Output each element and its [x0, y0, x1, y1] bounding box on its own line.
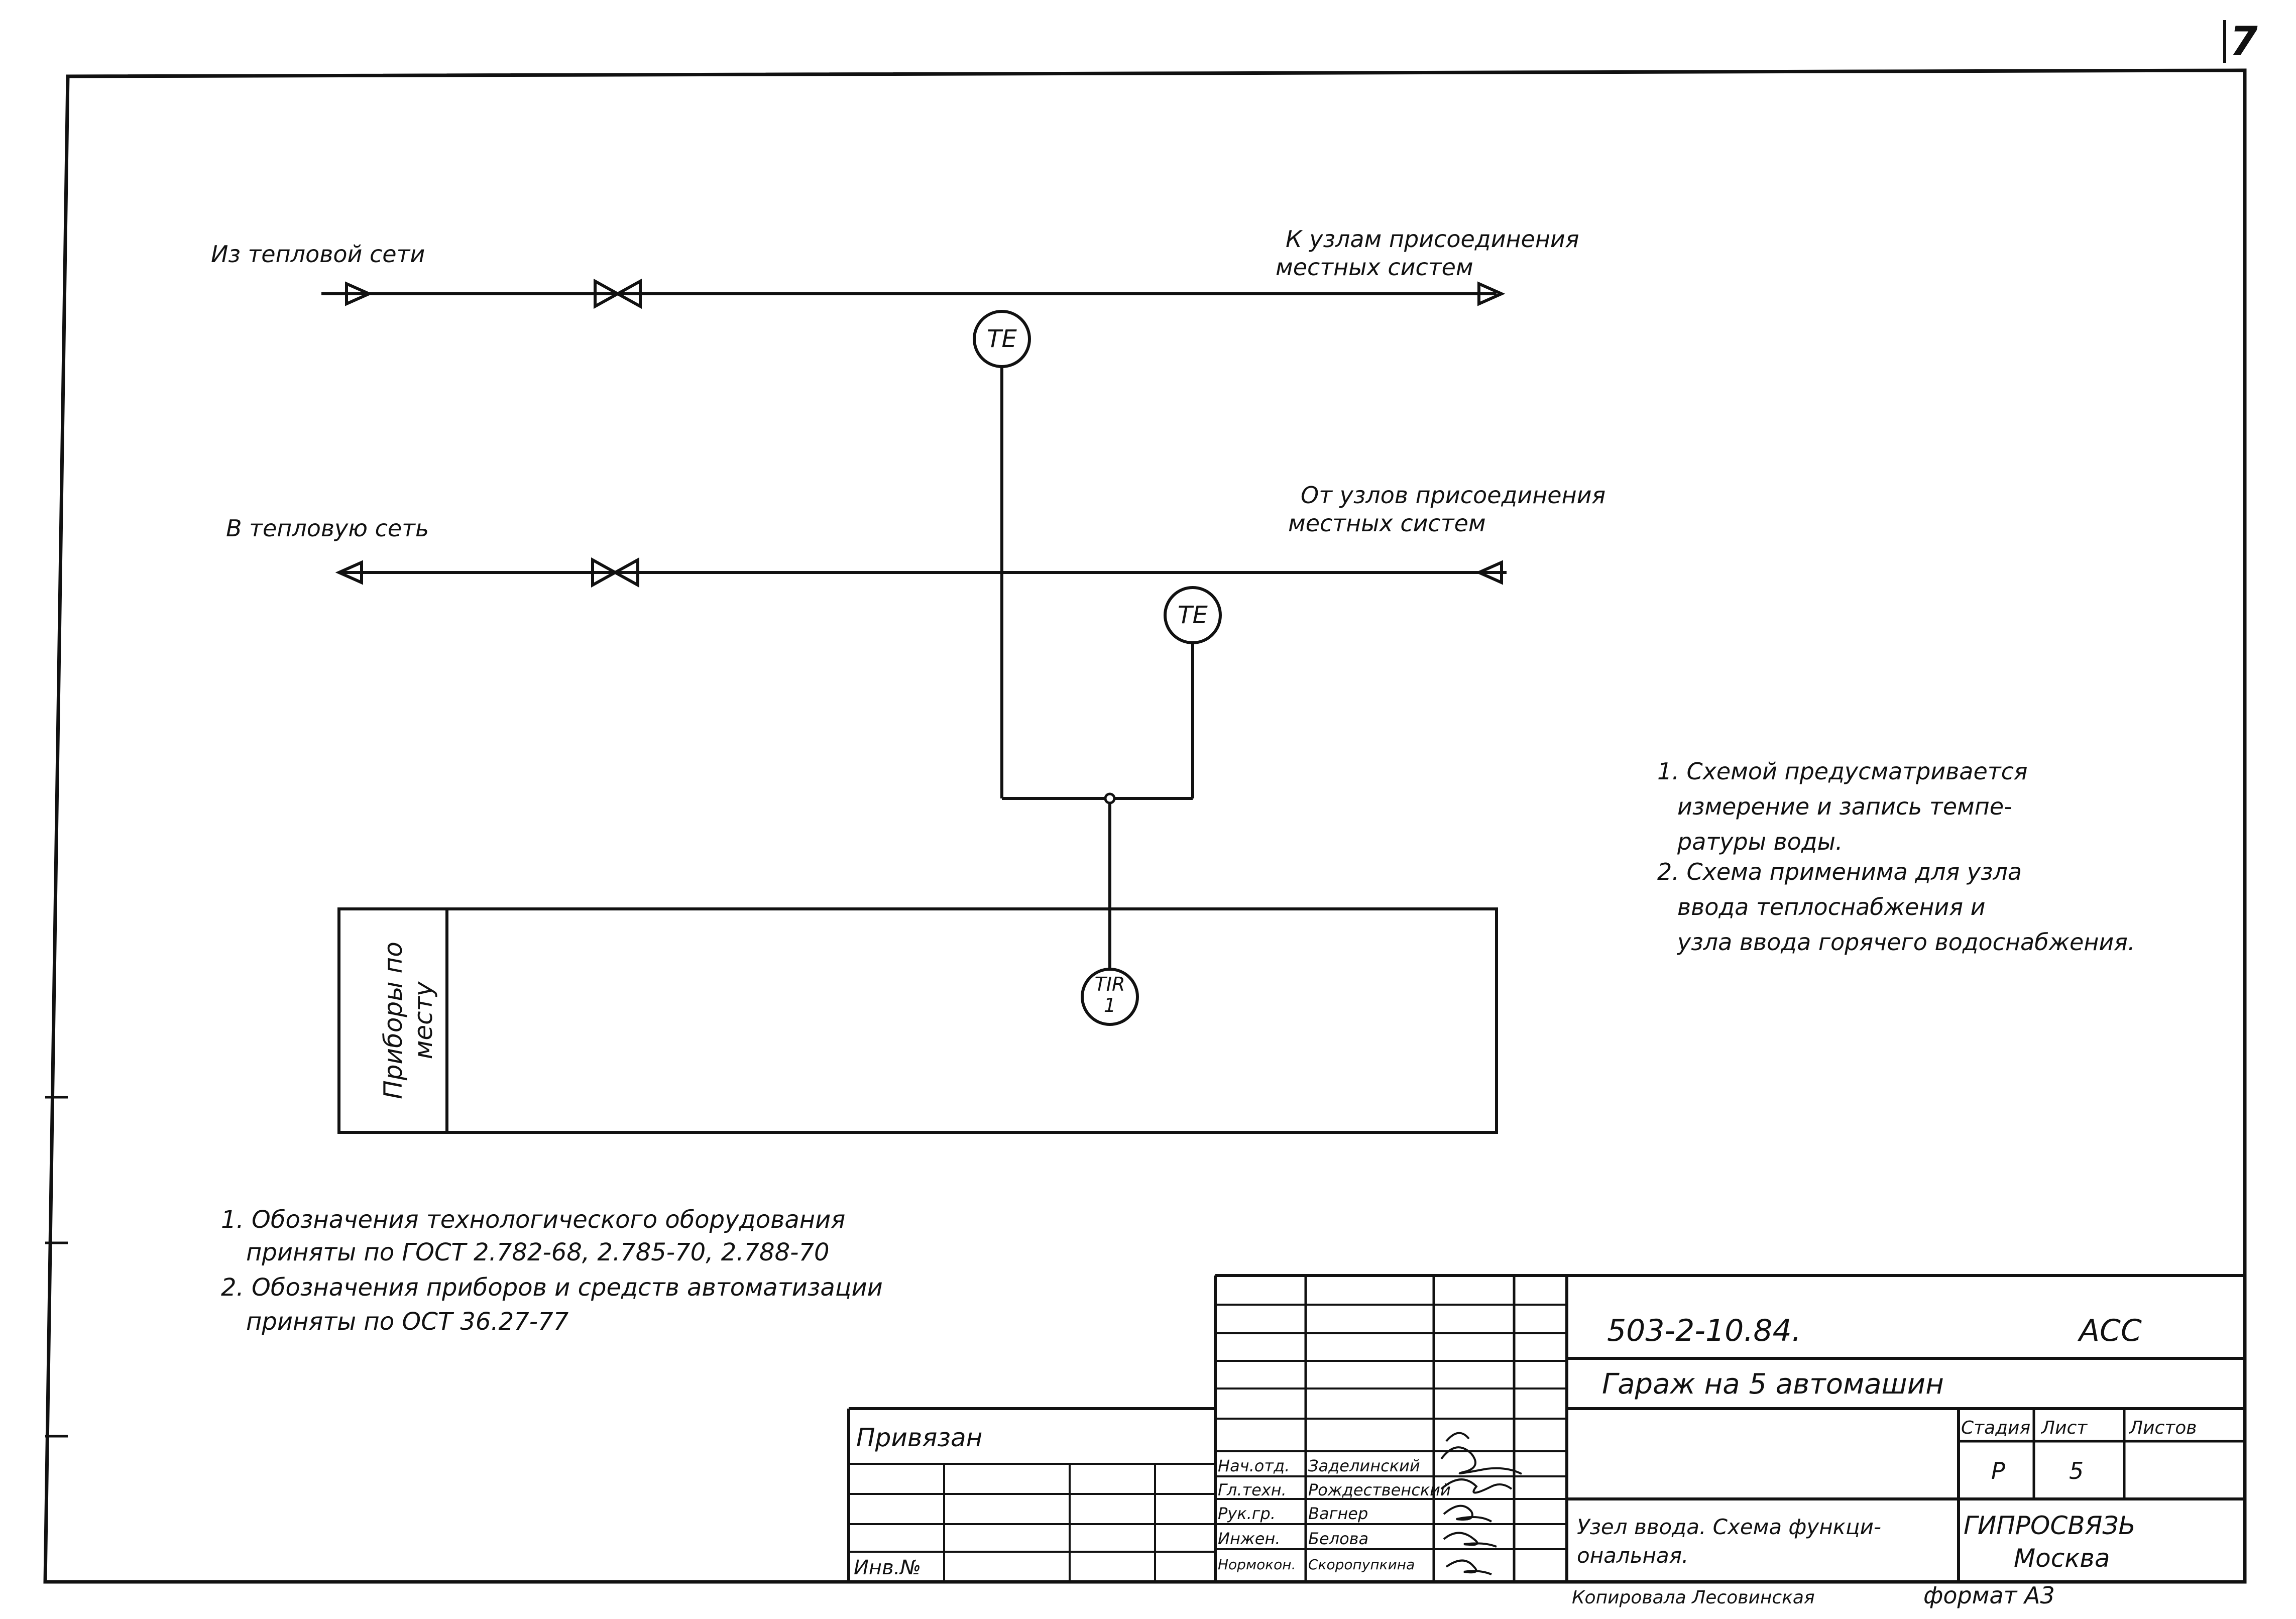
signer-role: Инжен.	[1218, 1529, 1280, 1548]
supply-pipeline: Из тепловой сети К узлам присоединения м…	[211, 225, 1579, 309]
title-block: 503-2-10.84. АСС Гараж на 5 автомашин Ст…	[847, 1274, 2245, 1609]
note-line: приняты по ОСТ 36.27-77	[246, 1308, 569, 1336]
drawing-title: Узел ввода. Схема функци-	[1577, 1515, 1881, 1539]
note-line: 2. Схема применима для узла	[1657, 858, 2022, 885]
return-inlet-arrow	[1475, 560, 1503, 585]
drawing-frame	[43, 68, 2247, 1584]
note-line: измерение и запись темпе-	[1677, 793, 2012, 820]
privyazan-label: Привязан	[856, 1423, 982, 1452]
signer-name: Рождественский	[1308, 1480, 1451, 1499]
signer-role: Нормокон.	[1218, 1556, 1296, 1573]
panel-label: Приборы по	[379, 942, 408, 1099]
sheets-header: Листов	[2128, 1418, 2197, 1438]
supply-inlet-arrow	[345, 281, 373, 306]
drawing-title-2: ональная.	[1577, 1543, 1688, 1568]
temperature-recorder: TIR 1	[1081, 968, 1139, 1026]
return-pipeline: В тепловую сеть От узлов присоединения м…	[226, 482, 1605, 588]
inventory-number-label: Инв.№	[854, 1556, 921, 1579]
sheet-format: формат А3	[1923, 1582, 2055, 1609]
sheet-value: 5	[2069, 1457, 2084, 1484]
city: Москва	[2014, 1544, 2110, 1573]
signer-name: Заделинский	[1308, 1456, 1420, 1475]
note-line: 1. Обозначения технологического оборудов…	[221, 1206, 845, 1234]
return-outlet-arrow	[335, 560, 363, 585]
instrument-wiring	[1000, 362, 1194, 974]
sheet-header: Лист	[2040, 1418, 2088, 1438]
return-from-label: От узлов присоединения	[1301, 482, 1605, 509]
sheet-number: 7	[2230, 18, 2258, 65]
signer-name: Скоропупкина	[1308, 1556, 1415, 1573]
signer-name: Белова	[1308, 1529, 1368, 1548]
copied-by: Копировала Лесовинская	[1572, 1587, 1815, 1608]
local-instruments-panel: Приборы по месту	[337, 907, 1498, 1134]
signer-role: Нач.отд.	[1218, 1456, 1290, 1475]
temperature-sensor-supply: TE	[973, 310, 1031, 368]
signer-role: Гл.техн.	[1218, 1480, 1287, 1499]
tir-label: TIR	[1095, 973, 1125, 995]
temperature-sensor-return: TE	[1164, 586, 1222, 644]
note-line: ввода теплоснабжения и	[1677, 893, 1986, 920]
note-line: 2. Обозначения приборов и средств автома…	[221, 1274, 883, 1302]
supply-from-label: Из тепловой сети	[211, 241, 425, 268]
note-line: ратуры воды.	[1677, 828, 1843, 855]
stage-value: Р	[1991, 1457, 2005, 1484]
signer-name: Вагнер	[1308, 1504, 1368, 1523]
supply-outlet-arrow	[1477, 281, 1506, 306]
panel-label-2: месту	[409, 981, 438, 1059]
organization: ГИПРОСВЯЗЬ	[1964, 1511, 2136, 1540]
designation: 503-2-10.84.	[1607, 1313, 1801, 1348]
note-line: приняты по ГОСТ 2.782-68, 2.785-70, 2.78…	[246, 1238, 830, 1266]
project-name: Гараж на 5 автомашин	[1602, 1368, 1944, 1401]
return-to-label: В тепловую сеть	[226, 515, 429, 542]
notes-right: 1. Схемой предусматривается измерение и …	[1657, 758, 2135, 956]
notes-left: 1. Обозначения технологического оборудов…	[221, 1206, 883, 1336]
signer-role: Рук.гр.	[1218, 1504, 1276, 1523]
signatures	[1440, 1432, 1522, 1575]
supply-to-label-2: местных систем	[1276, 254, 1473, 281]
stage-header: Стадия	[1961, 1418, 2030, 1438]
note-line: узла ввода горячего водоснабжения.	[1676, 929, 2135, 956]
te-return-label: TE	[1178, 601, 1208, 629]
tir-number: 1	[1104, 994, 1116, 1016]
mark: АСС	[2077, 1313, 2142, 1348]
supply-valve	[594, 278, 642, 309]
return-from-label-2: местных систем	[1288, 510, 1486, 537]
supply-to-label: К узлам присоединения	[1286, 225, 1579, 253]
te-supply-label: TE	[987, 325, 1017, 353]
note-line: 1. Схемой предусматривается	[1657, 758, 2028, 785]
return-valve	[591, 557, 639, 588]
